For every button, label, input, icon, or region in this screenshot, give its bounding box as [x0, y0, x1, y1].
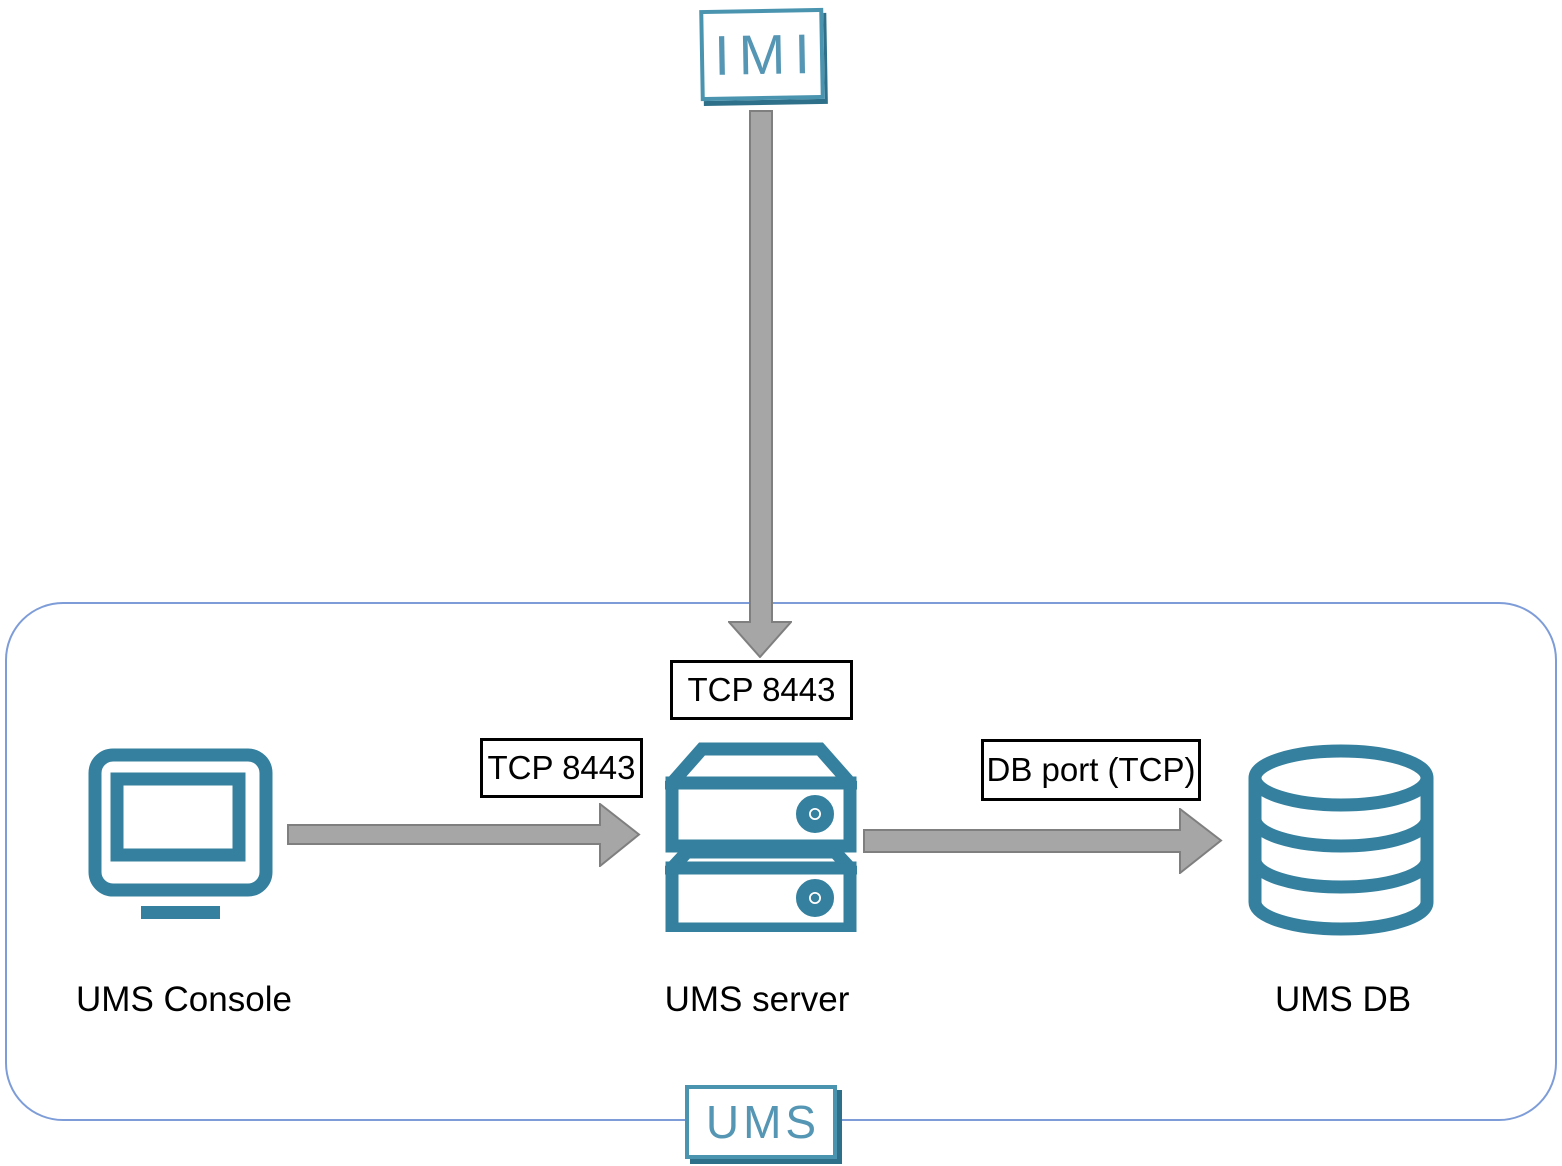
ums-server-label: UMS server — [664, 980, 850, 1019]
arrow-console-to-server-icon — [287, 803, 641, 867]
port-label-text: DB port (TCP) — [986, 751, 1196, 788]
ums-label: UMS — [705, 1096, 821, 1148]
ums-db-label: UMS DB — [1274, 980, 1412, 1019]
port-label-text: TCP 8443 — [487, 749, 636, 786]
ums-boundary-tag: UMS — [685, 1085, 837, 1159]
arrow-server-to-db-icon — [863, 808, 1223, 874]
server-icon — [665, 742, 857, 932]
imi-node: IMI — [699, 7, 825, 102]
imi-label: IMI — [713, 22, 820, 87]
arrow-imi-to-server-icon — [728, 110, 792, 658]
ums-console-label: UMS Console — [76, 980, 292, 1019]
port-label-imi-to-server: TCP 8443 — [670, 660, 853, 720]
port-label-text: TCP 8443 — [687, 671, 836, 708]
port-label-server-to-db: DB port (TCP) — [981, 739, 1201, 801]
monitor-icon — [88, 748, 273, 919]
port-label-console-to-server: TCP 8443 — [480, 738, 643, 798]
database-icon — [1248, 744, 1434, 936]
